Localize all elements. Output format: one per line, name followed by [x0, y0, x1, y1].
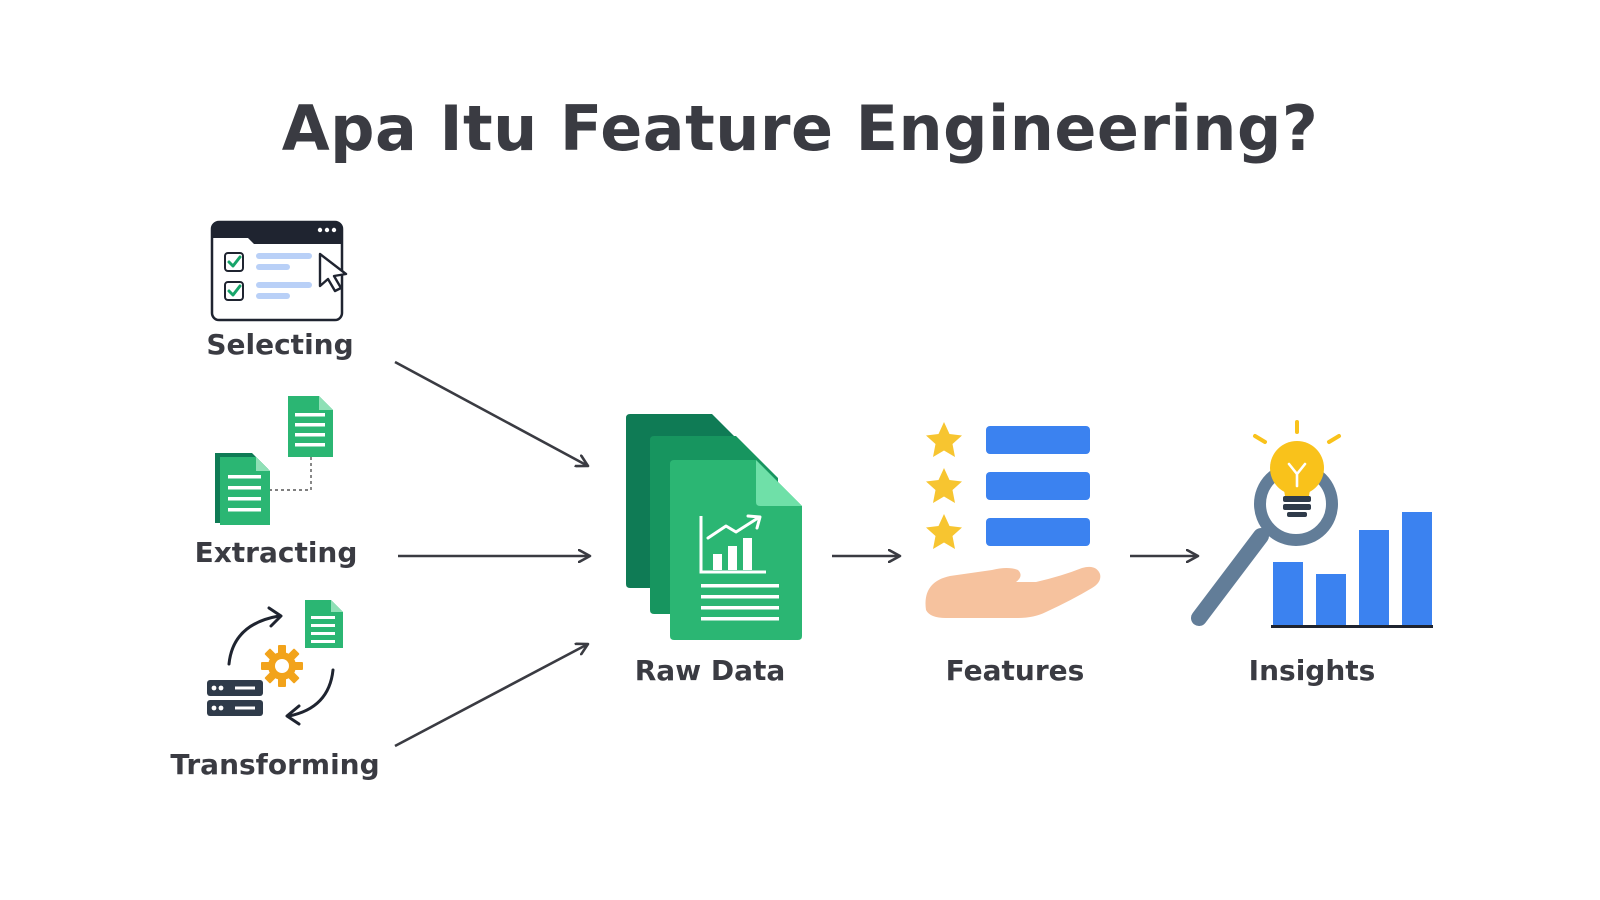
- star-list-hand-icon: [925, 422, 1101, 618]
- arrow-selecting-to-raw: [394, 360, 588, 466]
- browser-checklist-icon: [210, 220, 348, 322]
- label-insights: Insights: [1248, 654, 1376, 687]
- label-raw-data: Raw Data: [634, 654, 786, 687]
- label-transforming: Transforming: [170, 748, 380, 781]
- label-extracting: Extracting: [194, 536, 358, 569]
- documents-extract-icon: [215, 396, 333, 525]
- label-selecting: Selecting: [206, 328, 354, 361]
- label-features: Features: [945, 654, 1085, 687]
- lightbulb-magnifier-chart-icon: [1191, 420, 1433, 628]
- arrow-transforming-to-raw: [394, 644, 588, 748]
- diagram-title: Apa Itu Feature Engineering?: [281, 92, 1319, 165]
- spreadsheet-stack-icon: [626, 414, 802, 640]
- transform-cycle-icon: [207, 600, 343, 726]
